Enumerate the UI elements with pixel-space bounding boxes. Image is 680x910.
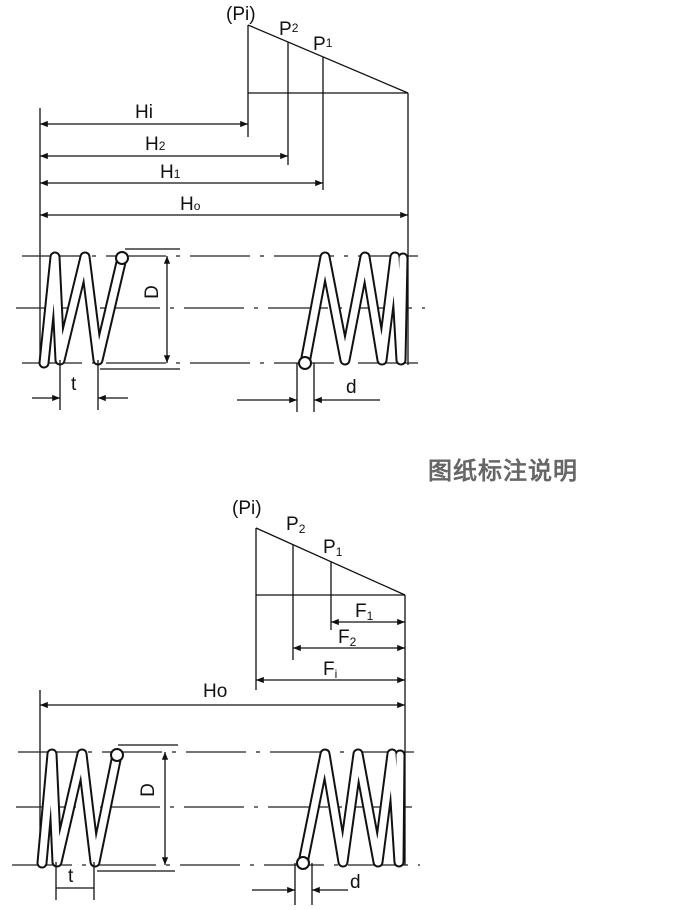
load-label-p1: P1 (323, 537, 343, 559)
load-diagram (39, 24, 409, 365)
load-label-p2: P2 (279, 19, 299, 40)
deflection-label-f2: F2 (338, 627, 357, 649)
spring-left-coils (38, 248, 180, 370)
height-label-hi: Hi (135, 102, 153, 123)
height-label-h2: H2 (145, 134, 166, 155)
load-label-p1: P1 (313, 34, 333, 55)
load-label-p2: P2 (286, 514, 306, 536)
wire-dimension (237, 363, 380, 412)
deflection-label-fi: Fi (323, 659, 337, 681)
wire-dimension (252, 863, 348, 905)
height-label-h0: Ho (180, 194, 201, 215)
load-label-pi: (Pi) (232, 498, 262, 519)
free-length-label: Ho (203, 681, 227, 702)
deflection-label-f1: F1 (355, 601, 374, 623)
pitch-label: t (68, 866, 74, 887)
spring-left-coils (36, 744, 178, 872)
bottom-diagram: (Pi) P2 P1 F1 F2 Fi Ho D (12, 498, 422, 905)
diameter-label: D (142, 285, 163, 299)
load-label-pi: (Pi) (226, 4, 256, 25)
diameter-label: D (138, 783, 159, 797)
spring-right-coils (296, 748, 406, 870)
diagram-title: 图纸标注说明 (428, 457, 578, 485)
pitch-dimension (55, 862, 95, 900)
pitch-label: t (71, 374, 77, 395)
wire-label: d (350, 872, 361, 893)
load-diagram (39, 527, 406, 865)
pitch-dimension (32, 360, 128, 410)
wire-label: d (346, 377, 357, 398)
height-label-h1: H1 (160, 162, 181, 183)
spring-right-coils (298, 251, 409, 370)
top-diagram: (Pi) P2 P1 Hi H2 H1 Ho D (16, 4, 428, 412)
